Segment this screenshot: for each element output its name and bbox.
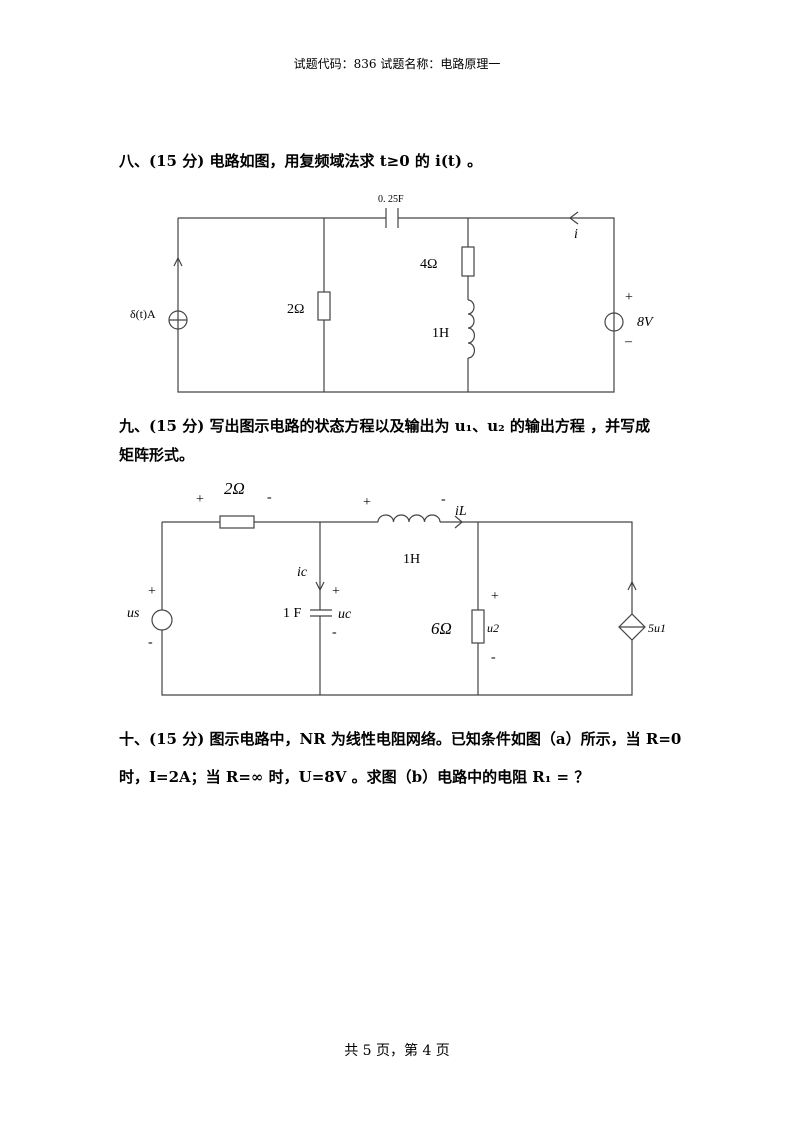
svg-text:δ(t)A: δ(t)A <box>130 307 156 321</box>
capacitor-1f <box>310 609 332 617</box>
svg-text:1H: 1H <box>403 552 420 567</box>
svg-text:4Ω: 4Ω <box>420 257 437 272</box>
svg-text:+: + <box>332 584 340 599</box>
resistor-2ohm <box>317 291 331 321</box>
page-header: 试题代码：836 试题名称：电路原理一 <box>293 57 501 71</box>
question-9-line2: 矩阵形式。 <box>119 446 195 464</box>
svg-text:5u1: 5u1 <box>648 621 666 635</box>
svg-text:-: - <box>148 635 153 650</box>
svg-text:uc: uc <box>338 607 352 622</box>
svg-text:u2: u2 <box>487 621 499 635</box>
svg-text:–: – <box>624 334 633 349</box>
voltage-source-8v <box>604 312 624 332</box>
svg-text:1H: 1H <box>432 326 449 341</box>
inductor-1h <box>467 299 475 359</box>
svg-text:+: + <box>625 290 633 305</box>
question-10-line2: 时，I=2A；当 R=∞ 时，U=8V 。求图（b）电路中的电阻 R₁ = ？ <box>119 768 590 786</box>
current-arrow-icon <box>569 211 579 225</box>
svg-text:-: - <box>267 490 272 505</box>
inductor-1h <box>377 514 441 523</box>
svg-text:6Ω: 6Ω <box>431 619 452 638</box>
svg-text:+: + <box>491 589 499 604</box>
voltage-source-us <box>151 609 173 631</box>
question-9-line1: 九、(15 分) 写出图示电路的状态方程以及输出为 u₁、u₂ 的输出方程 ，并… <box>119 417 651 435</box>
circuit-q8: 0. 25F i 4Ω 2Ω 1H δ(t)A + 8V – <box>130 194 654 393</box>
svg-text:i: i <box>574 227 578 242</box>
svg-text:ic: ic <box>297 565 308 580</box>
svg-text:+: + <box>363 495 371 510</box>
svg-text:1 F: 1 F <box>283 606 302 621</box>
svg-text:us: us <box>127 606 140 621</box>
svg-text:-: - <box>491 650 496 665</box>
svg-text:2Ω: 2Ω <box>224 479 245 498</box>
svg-text:-: - <box>441 492 446 507</box>
page-footer: 共 5 页，第 4 页 <box>344 1043 450 1059</box>
dependent-source <box>618 613 646 641</box>
resistor-4ohm <box>461 246 475 277</box>
question-8: 八、(15 分) 电路如图，用复频域法求 t≥0 的 i(t) 。 <box>119 152 483 170</box>
resistor-6ohm <box>471 609 485 644</box>
svg-text:2Ω: 2Ω <box>287 302 304 317</box>
question-10-line1: 十、(15 分) 图示电路中，NR 为线性电阻网络。已知条件如图（a）所示，当 … <box>119 730 682 748</box>
svg-text:+: + <box>148 584 156 599</box>
circuit-q9: + 2Ω - + - iL 1H ic + 1 F uc - + us - 6Ω… <box>127 479 666 696</box>
svg-text:8V: 8V <box>637 315 654 330</box>
resistor-2ohm <box>219 515 255 529</box>
svg-text:-: - <box>332 625 337 640</box>
svg-text:0. 25F: 0. 25F <box>378 194 404 205</box>
svg-text:+: + <box>196 492 204 507</box>
svg-text:iL: iL <box>455 504 467 519</box>
capacitor-025f <box>385 208 399 228</box>
